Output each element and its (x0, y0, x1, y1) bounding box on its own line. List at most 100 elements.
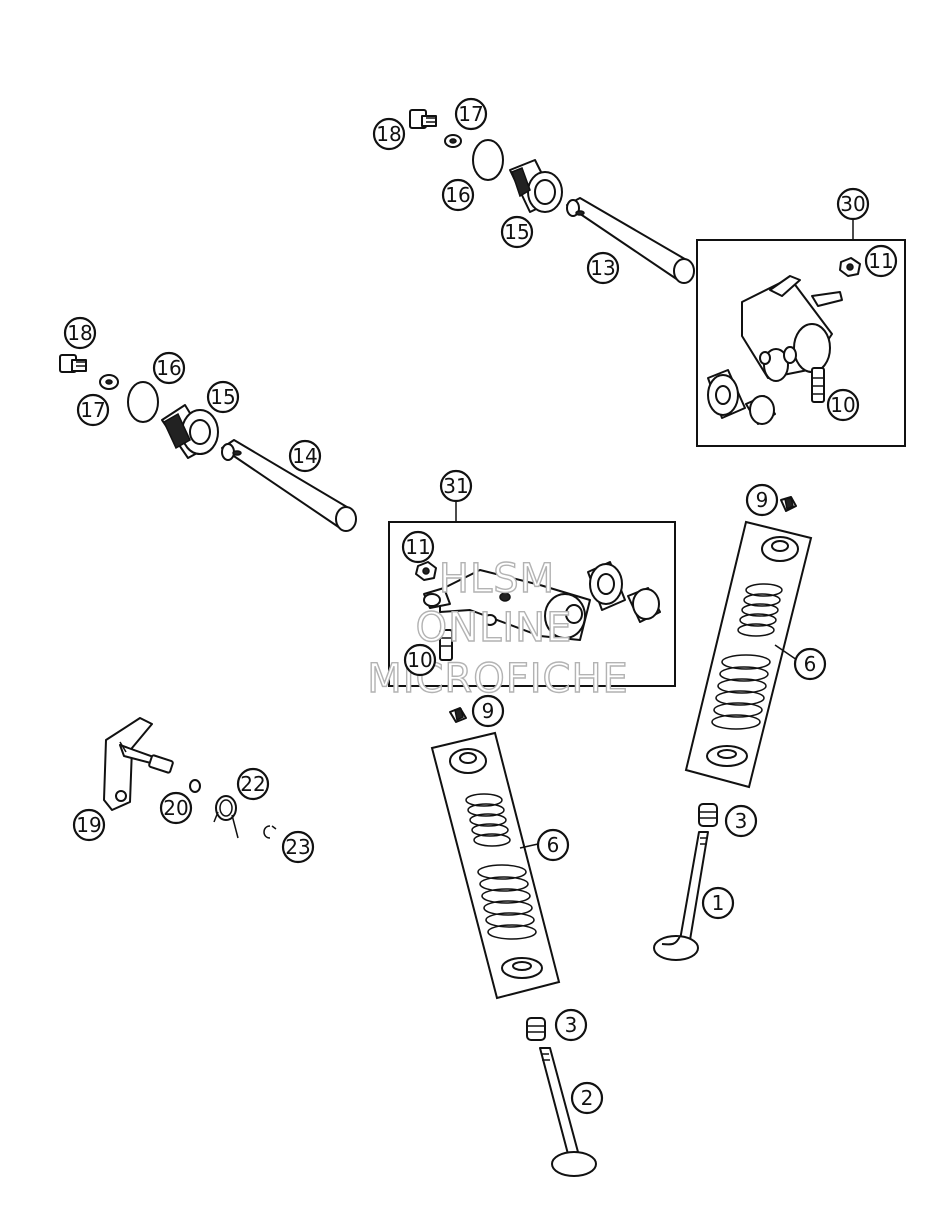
svg-text:17: 17 (80, 398, 105, 422)
callout-18-top[interactable]: 18 (372, 117, 406, 151)
valve-1 (653, 831, 709, 961)
callout-13[interactable]: 13 (586, 251, 620, 285)
spring-retainer-right (761, 536, 799, 562)
bushing-box31 (627, 587, 661, 623)
callout-19[interactable]: 19 (72, 808, 106, 842)
valve-keeper-9-right (780, 496, 797, 512)
callout-31[interactable]: 31 (439, 469, 473, 503)
callout-15-top[interactable]: 15 (500, 215, 534, 249)
watermark-line-1: HLSM (439, 556, 555, 602)
valve-2 (539, 1047, 597, 1177)
bolt-18-top (409, 109, 437, 129)
callout-22[interactable]: 22 (236, 767, 270, 801)
watermark: HLSM ONLINE MICROFICHE (366, 555, 628, 702)
washer-17-top (444, 134, 462, 148)
svg-text:6: 6 (547, 833, 560, 857)
callout-10-box30[interactable]: 10 (826, 388, 860, 422)
circlip-23 (263, 825, 277, 839)
rocker-arm-31 (423, 569, 591, 641)
svg-text:15: 15 (504, 220, 529, 244)
svg-text:31: 31 (443, 474, 468, 498)
callout-3-right[interactable]: 3 (724, 804, 758, 838)
svg-text:17: 17 (458, 102, 483, 126)
svg-text:2: 2 (581, 1086, 594, 1110)
callout-9-middle[interactable]: 9 (471, 694, 505, 728)
valve-stem-seal-3-right (698, 803, 718, 827)
svg-text:3: 3 (565, 1013, 578, 1037)
outer-spring-right (711, 654, 771, 730)
callout-30[interactable]: 30 (836, 187, 870, 221)
svg-text:9: 9 (756, 488, 769, 512)
callout-17-left[interactable]: 17 (76, 393, 110, 427)
spring-seat-right (706, 745, 748, 767)
inner-spring-right (737, 583, 783, 637)
assembly-box-30 (696, 239, 906, 447)
svg-text:10: 10 (407, 648, 432, 672)
callout-15-left[interactable]: 15 (206, 380, 240, 414)
callout-23[interactable]: 23 (281, 830, 315, 864)
leader-lines (519, 644, 798, 849)
svg-text:20: 20 (163, 796, 188, 820)
spacer-box31 (587, 561, 626, 611)
callout-6-right[interactable]: 6 (793, 647, 827, 681)
bushing-15-top (509, 159, 563, 213)
rocker-arm-30 (741, 275, 843, 382)
svg-text:9: 9 (482, 699, 495, 723)
callout-6-middle[interactable]: 6 (536, 828, 570, 862)
washer-17-left (99, 374, 119, 390)
callout-3-lower[interactable]: 3 (554, 1008, 588, 1042)
svg-text:30: 30 (840, 192, 865, 216)
svg-text:23: 23 (285, 835, 310, 859)
inner-spring-middle (465, 793, 511, 847)
rocker-shaft-13 (566, 197, 695, 284)
svg-text:18: 18 (67, 321, 92, 345)
assembly-box-31 (388, 521, 676, 687)
o-ring-20 (189, 779, 201, 793)
svg-text:14: 14 (292, 444, 317, 468)
svg-text:15: 15 (210, 385, 235, 409)
valve-stem-seal-3-lower (526, 1017, 546, 1041)
svg-text:6: 6 (804, 652, 817, 676)
svg-text:18: 18 (376, 122, 401, 146)
spacer-box30 (707, 369, 746, 419)
spring-seat-middle (501, 957, 543, 979)
spring-panel-right (684, 520, 813, 789)
svg-text:11: 11 (405, 535, 430, 559)
rocker-shaft-14 (221, 439, 357, 532)
callout-1[interactable]: 1 (701, 886, 735, 920)
o-ring-16-top (472, 139, 504, 181)
callout-16-left[interactable]: 16 (152, 351, 186, 385)
decompression-lever-19 (103, 717, 174, 811)
callout-14[interactable]: 14 (288, 439, 322, 473)
callout-20[interactable]: 20 (159, 791, 193, 825)
nut-11-box30 (839, 257, 861, 277)
spring-retainer-middle (449, 748, 487, 774)
callout-16-top[interactable]: 16 (441, 178, 475, 212)
o-ring-16-left (127, 381, 159, 423)
callout-11-box31[interactable]: 11 (401, 530, 435, 564)
bushing-box30 (745, 395, 776, 425)
svg-text:11: 11 (868, 249, 893, 273)
callout-18-left[interactable]: 18 (63, 316, 97, 350)
adjusting-screw-10-box31 (439, 629, 453, 661)
bushing-15-left (161, 404, 219, 459)
svg-text:13: 13 (590, 256, 615, 280)
svg-text:1: 1 (712, 891, 725, 915)
callout-17-top[interactable]: 17 (454, 97, 488, 131)
callout-9-right[interactable]: 9 (745, 483, 779, 517)
callout-10-box31[interactable]: 10 (403, 643, 437, 677)
outer-spring-middle (477, 864, 537, 940)
adjusting-screw-10-box30 (811, 367, 825, 403)
svg-text:10: 10 (830, 393, 855, 417)
callout-2[interactable]: 2 (570, 1081, 604, 1115)
watermark-line-2: ONLINE (416, 605, 573, 651)
callout-11-box30[interactable]: 11 (864, 244, 898, 278)
svg-text:16: 16 (156, 356, 181, 380)
svg-text:19: 19 (76, 813, 101, 837)
spring-panel-middle (430, 731, 561, 1000)
svg-text:22: 22 (240, 772, 265, 796)
svg-text:3: 3 (735, 809, 748, 833)
bolt-18-left (59, 354, 87, 373)
nut-11-box31 (415, 561, 437, 581)
